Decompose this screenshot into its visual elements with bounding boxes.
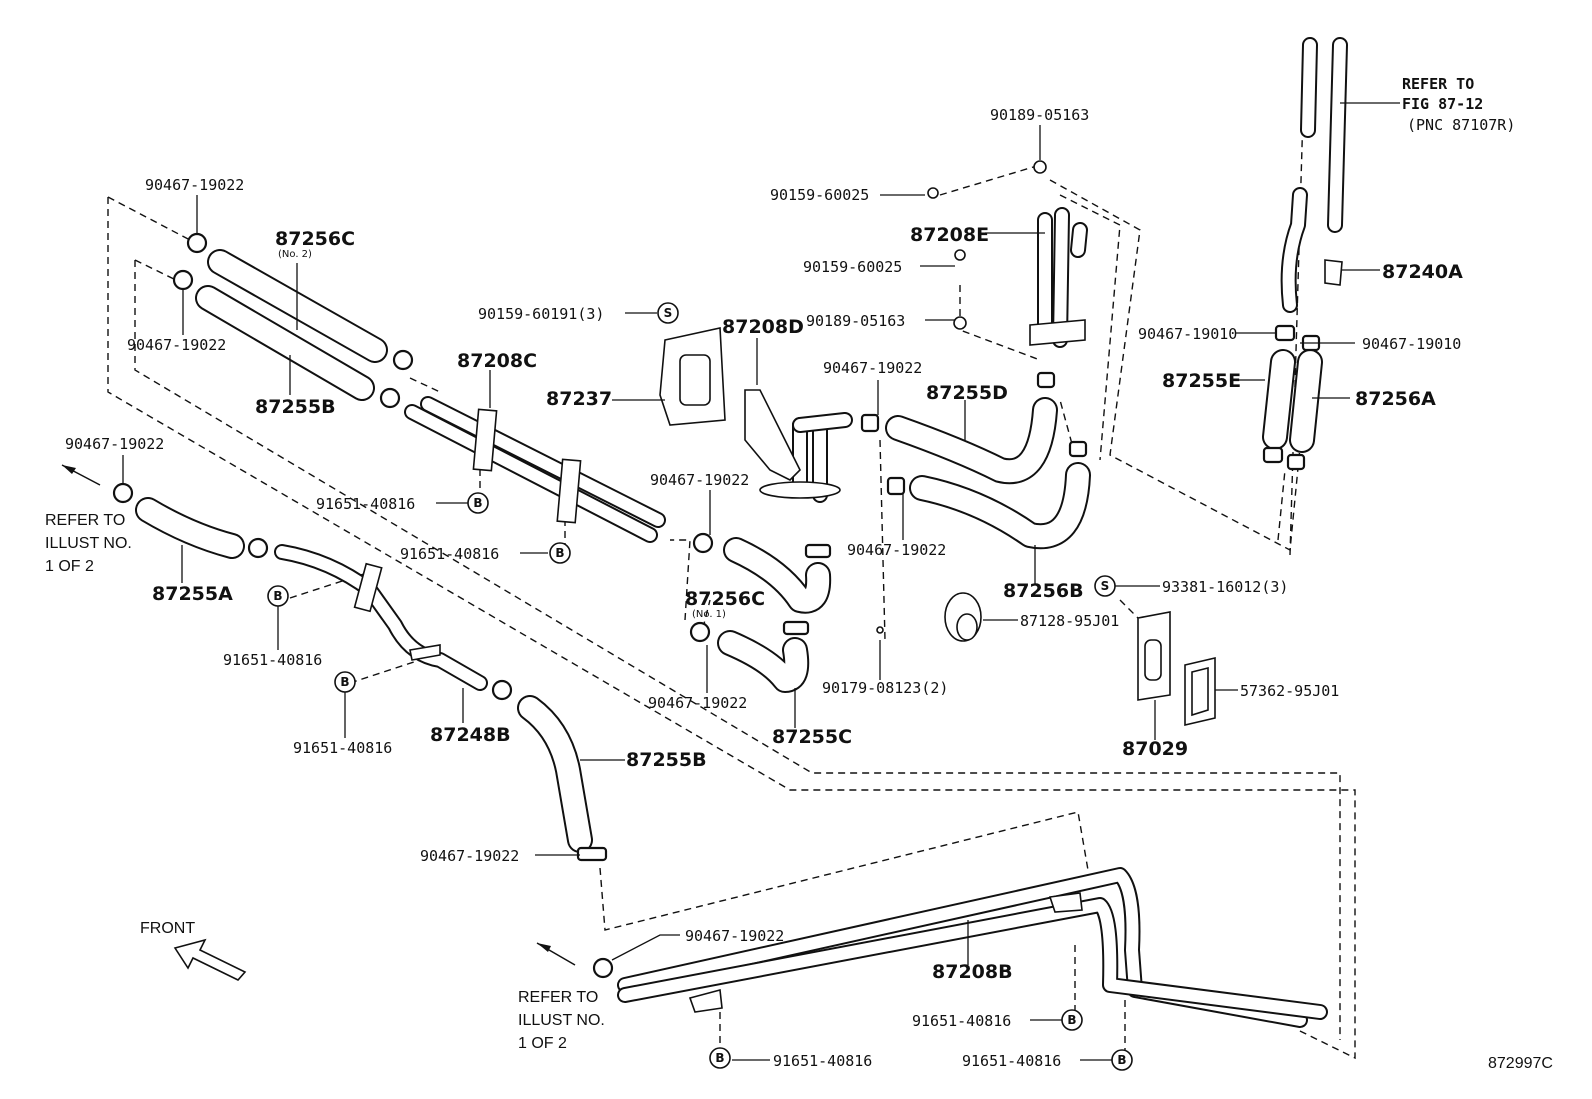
refer-illust-line2: ILLUST NO. — [518, 1012, 605, 1029]
part-label-93381: 93381-16012(3) — [1162, 578, 1288, 596]
bolt-label: 91651-40816 — [773, 1052, 872, 1070]
part-label-87255b: 87255B — [626, 749, 707, 771]
part-label-87248b: 87248B — [430, 724, 511, 746]
part-label-87237: 87237 — [546, 388, 612, 410]
bolt-label: 91651-40816 — [316, 495, 415, 513]
clamp-label: 90467-19022 — [847, 541, 946, 559]
nut-label: 90189-05163 — [806, 312, 905, 330]
refer-illust-line3: 1 OF 2 — [45, 558, 94, 575]
figure-code: 872997C — [1488, 1055, 1553, 1072]
part-labels: 87256C (No. 2) 87255B 87208C 87237 87208… — [152, 224, 1463, 983]
bolt-label: 91651-40816 — [962, 1052, 1061, 1070]
part-label-87208e: 87208E — [910, 224, 989, 246]
b-marker: B — [1061, 1009, 1083, 1031]
hoses — [135, 37, 1348, 853]
svg-text:B: B — [473, 496, 482, 510]
part-label-87208c: 87208C — [457, 350, 537, 372]
leader-lines — [122, 102, 1400, 1061]
s-marker: S — [657, 302, 679, 324]
b-marker: B — [549, 542, 571, 564]
direction-arrows — [61, 464, 576, 966]
washer-label: 90159-60191(3) — [478, 305, 604, 323]
washer-label: 90159-60025 — [803, 258, 902, 276]
svg-text:B: B — [1067, 1013, 1076, 1027]
b-marker: B — [709, 1047, 731, 1069]
bolt-label: 91651-40816 — [223, 651, 322, 669]
b-marker: B — [467, 492, 489, 514]
fastener-labels: 90467-19022 90467-19022 90467-19022 9046… — [65, 106, 1461, 1070]
hose-clamps — [112, 232, 1321, 979]
refer-fig-line3: (PNC 87107R) — [1407, 116, 1515, 134]
part-label-87255d: 87255D — [926, 382, 1008, 404]
s-marker: S — [1094, 575, 1116, 597]
clamp-label: 90467-19022 — [65, 435, 164, 453]
clamp-label: 90467-19022 — [685, 927, 784, 945]
clamp-label: 90467-19010 — [1362, 335, 1461, 353]
part-note: (No. 2) — [278, 249, 312, 260]
pipes — [274, 187, 1328, 1028]
svg-text:S: S — [1101, 579, 1110, 593]
nut-label: 90189-05163 — [990, 106, 1089, 124]
part-label-87256c: 87256C — [275, 228, 355, 250]
part-label-87240a: 87240A — [1382, 261, 1463, 283]
clamp-label: 90467-19022 — [648, 694, 747, 712]
b-marker: B — [267, 585, 289, 607]
svg-text:B: B — [340, 675, 349, 689]
clamp-label: 90467-19022 — [127, 336, 226, 354]
refer-fig-line2: FIG 87-12 — [1402, 95, 1483, 113]
svg-text:B: B — [715, 1051, 724, 1065]
refer-illust-line3: 1 OF 2 — [518, 1035, 567, 1052]
refer-illust-line2: ILLUST NO. — [45, 535, 132, 552]
part-shapes — [353, 160, 1343, 1013]
svg-text:B: B — [555, 546, 564, 560]
part-label-87256a: 87256A — [1355, 388, 1436, 410]
clamp-label: 90467-19022 — [650, 471, 749, 489]
refer-fig-line1: REFER TO — [1402, 75, 1474, 93]
bolt-label: 91651-40816 — [912, 1012, 1011, 1030]
svg-text:B: B — [1117, 1053, 1126, 1067]
bolt-label: 91651-40816 — [293, 739, 392, 757]
bolt-label: 91651-40816 — [400, 545, 499, 563]
part-label-87255c: 87255C — [772, 726, 852, 748]
screw-label: 90179-08123(2) — [822, 679, 948, 697]
b-marker: B — [1111, 1049, 1133, 1071]
reference-notes: REFER TO FIG 87-12 (PNC 87107R) REFER TO… — [45, 75, 1553, 1072]
washer-label: 90159-60025 — [770, 186, 869, 204]
refer-illust-line1: REFER TO — [45, 512, 125, 529]
clamp-label: 90467-19010 — [1138, 325, 1237, 343]
part-label-87255a: 87255A — [152, 583, 233, 605]
b-marker: B — [334, 671, 356, 693]
refer-illust-line1: REFER TO — [518, 989, 598, 1006]
part-label-57362: 57362-95J01 — [1240, 682, 1339, 700]
part-label-87128: 87128-95J01 — [1020, 612, 1119, 630]
front-arrow-icon — [173, 938, 247, 981]
part-label-87208d: 87208D — [722, 316, 804, 338]
clamp-label: 90467-19022 — [145, 176, 244, 194]
clamp-label: 90467-19022 — [420, 847, 519, 865]
marker-symbols: B B B B B B B S S — [267, 302, 1133, 1071]
svg-text:S: S — [664, 306, 673, 320]
clamp-label: 90467-19022 — [823, 359, 922, 377]
svg-text:B: B — [273, 589, 282, 603]
part-note: (No. 1) — [692, 609, 726, 620]
part-label-87255b: 87255B — [255, 396, 336, 418]
front-label: FRONT — [140, 920, 195, 937]
part-label-87029: 87029 — [1122, 738, 1188, 760]
part-label-87256b: 87256B — [1003, 580, 1084, 602]
part-label-87256c: 87256C — [685, 588, 765, 610]
part-label-87208b: 87208B — [932, 961, 1013, 983]
part-label-87255e: 87255E — [1162, 370, 1241, 392]
